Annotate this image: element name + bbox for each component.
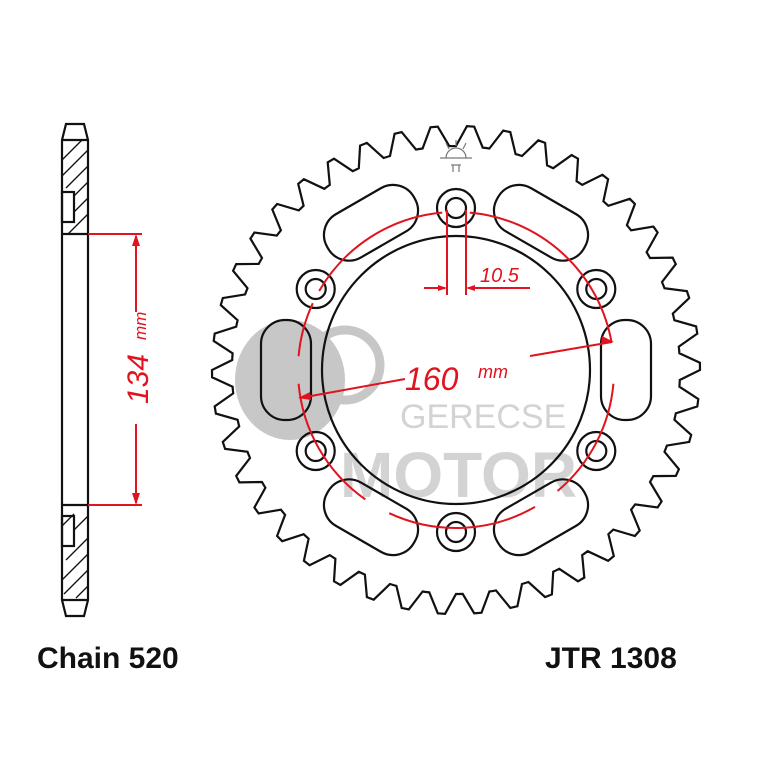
bolt-hole bbox=[295, 430, 336, 472]
center-bore-dimension: 134 mm bbox=[88, 233, 155, 506]
bolt-circle-value: 160 bbox=[405, 361, 459, 397]
bolt-hole-dimension: 10.5 bbox=[424, 210, 530, 295]
bolt-circle-arc bbox=[556, 383, 615, 492]
chain-label: Chain 520 bbox=[37, 642, 179, 675]
part-number-label: JTR 1308 bbox=[545, 642, 677, 675]
bolt-hole bbox=[435, 511, 477, 553]
lightening-slots bbox=[259, 183, 653, 557]
center-bore-value: 134 bbox=[122, 354, 155, 404]
bolt-hole bbox=[576, 268, 617, 310]
watermark-line1: GERECSE bbox=[400, 398, 566, 436]
bolt-circle-arc bbox=[318, 211, 443, 292]
bolt-circle-arc bbox=[388, 505, 536, 529]
center-bore-unit: mm bbox=[131, 312, 150, 340]
center-bore-circle bbox=[320, 234, 592, 506]
bolt-circle-arc bbox=[297, 302, 314, 357]
bolt-circle-dimension: 160 mm bbox=[297, 211, 615, 529]
lightening-slot bbox=[492, 183, 590, 262]
logo-icon bbox=[440, 140, 472, 172]
bolt-hole bbox=[304, 277, 327, 301]
bolt-hole bbox=[576, 430, 617, 472]
sprocket-front-view bbox=[210, 125, 702, 615]
lightening-slot bbox=[599, 318, 653, 422]
bolt-circle-unit: mm bbox=[478, 362, 508, 382]
watermark-line2: MOTOR bbox=[340, 439, 577, 511]
bolt-circle-arc bbox=[297, 383, 366, 501]
sprocket-teeth-outline bbox=[210, 125, 702, 615]
side-view bbox=[60, 122, 90, 618]
watermark: GERECSE MOTOR bbox=[235, 320, 577, 511]
bolt-hole bbox=[295, 268, 336, 310]
bolt-circle-arc bbox=[469, 211, 613, 343]
lightening-slot bbox=[492, 478, 590, 557]
lightening-slot bbox=[322, 478, 420, 557]
lightening-slot bbox=[259, 318, 313, 422]
bolt-hole bbox=[444, 520, 468, 544]
bolt-hole bbox=[444, 196, 468, 220]
lightening-slot bbox=[322, 183, 420, 262]
bolt-hole bbox=[435, 187, 477, 229]
bolt-hole-value: 10.5 bbox=[480, 265, 520, 287]
